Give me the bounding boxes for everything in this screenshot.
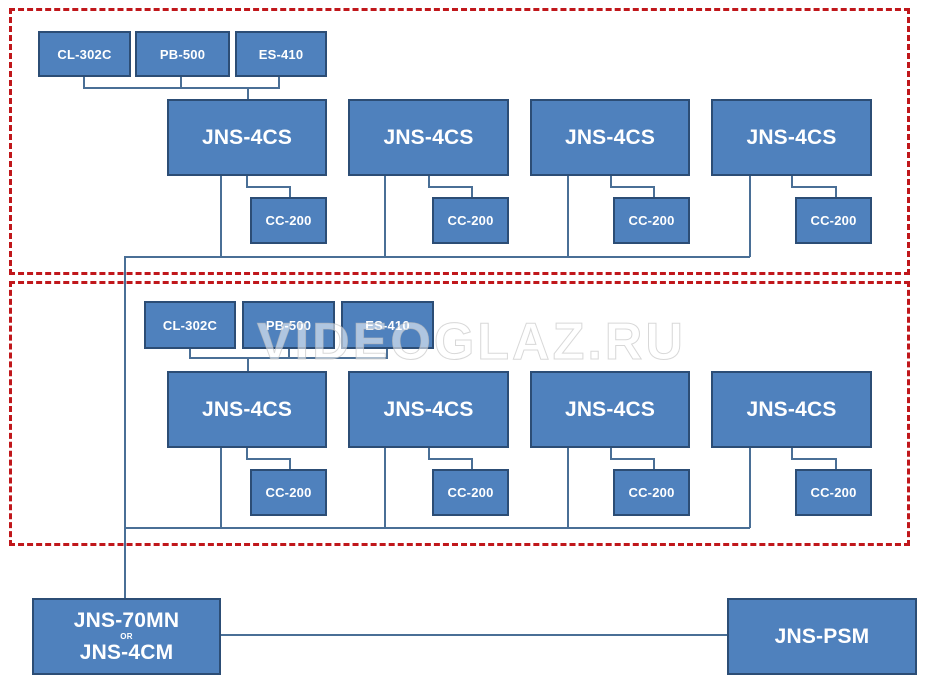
master-line-1: JNS-70MN xyxy=(73,609,180,632)
master-line-2: OR xyxy=(120,632,133,641)
master-line-3: JNS-4CM xyxy=(79,641,174,664)
station-box: JNS-4CS xyxy=(348,371,509,448)
cc-box: CC-200 xyxy=(250,197,327,244)
master-station-box: JNS-70MN OR JNS-4CM xyxy=(32,598,221,675)
accessory-box: ES-410 xyxy=(341,301,434,349)
accessory-box: ES-410 xyxy=(235,31,327,77)
station-box: JNS-4CS xyxy=(530,99,690,176)
cc-box: CC-200 xyxy=(432,197,509,244)
cc-box: CC-200 xyxy=(250,469,327,516)
cc-box: CC-200 xyxy=(432,469,509,516)
group-2-border xyxy=(9,281,910,546)
accessory-box: CL-302C xyxy=(144,301,236,349)
accessory-box: PB-500 xyxy=(135,31,230,77)
group-1-border xyxy=(9,8,910,275)
station-box: JNS-4CS xyxy=(530,371,690,448)
accessory-box: CL-302C xyxy=(38,31,131,77)
station-box: JNS-4CS xyxy=(711,99,872,176)
psm-box: JNS-PSM xyxy=(727,598,917,675)
cc-box: CC-200 xyxy=(613,197,690,244)
station-box: JNS-4CS xyxy=(711,371,872,448)
station-box: JNS-4CS xyxy=(348,99,509,176)
cc-box: CC-200 xyxy=(613,469,690,516)
accessory-box: PB-500 xyxy=(242,301,335,349)
cc-box: CC-200 xyxy=(795,197,872,244)
cc-box: CC-200 xyxy=(795,469,872,516)
station-box: JNS-4CS xyxy=(167,99,327,176)
station-box: JNS-4CS xyxy=(167,371,327,448)
